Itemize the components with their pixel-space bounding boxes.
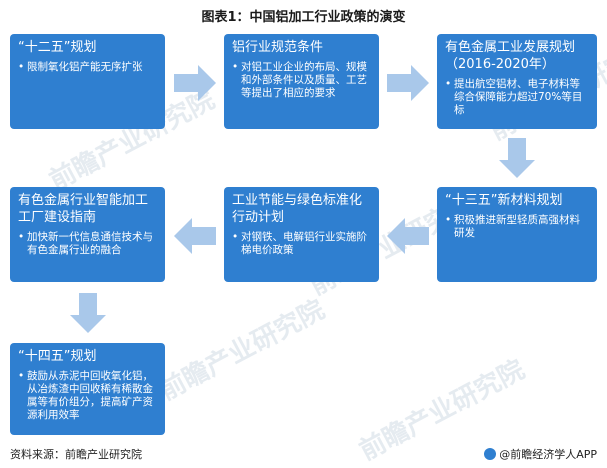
box-text: 加快新一代信息通信技术与有色金属行业的融合 [27,231,153,256]
box-text: 限制氧化铝产能无序扩张 [27,61,143,73]
policy-box-nonferrous-metals-plan: 有色金属工业发展规划（2016-2020年） •提出航空铝材、电子材料等综合保障… [437,34,597,129]
brand-logo-icon [484,448,497,460]
box-heading: “十三五”新材料规划 [445,193,563,208]
arrow-down-icon [70,293,106,333]
bullet-icon: • [18,370,25,382]
arrow-right-icon [387,65,429,101]
box-heading: “十四五”规划 [18,349,97,364]
policy-box-smart-factory-guide: 有色金属行业智能加工工厂建设指南 •加快新一代信息通信技术与有色金属行业的融合 [10,187,165,282]
brand-credit: @前瞻经济学人APP [484,446,597,462]
bullet-icon: • [18,61,25,73]
policy-box-aluminum-industry-norms: 铝行业规范条件 •对铝工业企业的布局、规模和外部条件以及质量、工艺等提出了相应的… [224,34,379,129]
bullet-icon: • [445,78,452,90]
bullet-icon: • [232,231,239,243]
box-text: 提出航空铝材、电子材料等综合保障能力超过70%等目标 [454,78,583,116]
watermark: 前瞻产业研究院 [154,294,330,407]
box-heading: “十二五”规划 [18,40,97,55]
box-text: 鼓励从赤泥中回收氧化铝，从冶炼渣中回收稀有稀散金属等有价组分，提高矿产资源利用效… [27,370,153,421]
box-heading: 工业节能与绿色标准化行动计划 [232,193,363,225]
bullet-icon: • [18,231,25,243]
box-heading: 铝行业规范条件 [232,40,324,55]
arrow-down-icon [499,138,535,178]
chart-title: 图表1：中国铝加工行业政策的演变 [201,10,406,25]
bullet-icon: • [445,214,452,226]
policy-box-14th-five-year-plan: “十四五”规划 •鼓励从赤泥中回收氧化铝，从冶炼渣中回收稀有稀散金属等有价组分，… [10,343,165,435]
box-text: 对钢铁、电解铝行业实施阶梯电价政策 [241,231,367,256]
arrow-right-icon [174,65,216,101]
policy-box-12th-five-year-plan: “十二五”规划 •限制氧化铝产能无序扩张 [10,34,165,129]
arrow-left-icon [387,218,429,254]
policy-box-green-standard-action-plan: 工业节能与绿色标准化行动计划 •对钢铁、电解铝行业实施阶梯电价政策 [224,187,379,282]
source-note: 资料来源：前瞻产业研究院 [10,448,142,461]
box-text: 积极推进新型轻质高强材料研发 [454,214,580,239]
box-heading: 有色金属行业智能加工工厂建设指南 [18,193,149,225]
bullet-icon: • [232,61,239,73]
box-heading: 有色金属工业发展规划（2016-2020年） [445,40,576,72]
box-text: 对铝工业企业的布局、规模和外部条件以及质量、工艺等提出了相应的要求 [241,61,367,99]
brand-text: @前瞻经济学人APP [499,448,597,461]
arrow-left-icon [174,218,216,254]
policy-box-13th-five-year-new-materials: “十三五”新材料规划 •积极推进新型轻质高强材料研发 [437,187,597,282]
